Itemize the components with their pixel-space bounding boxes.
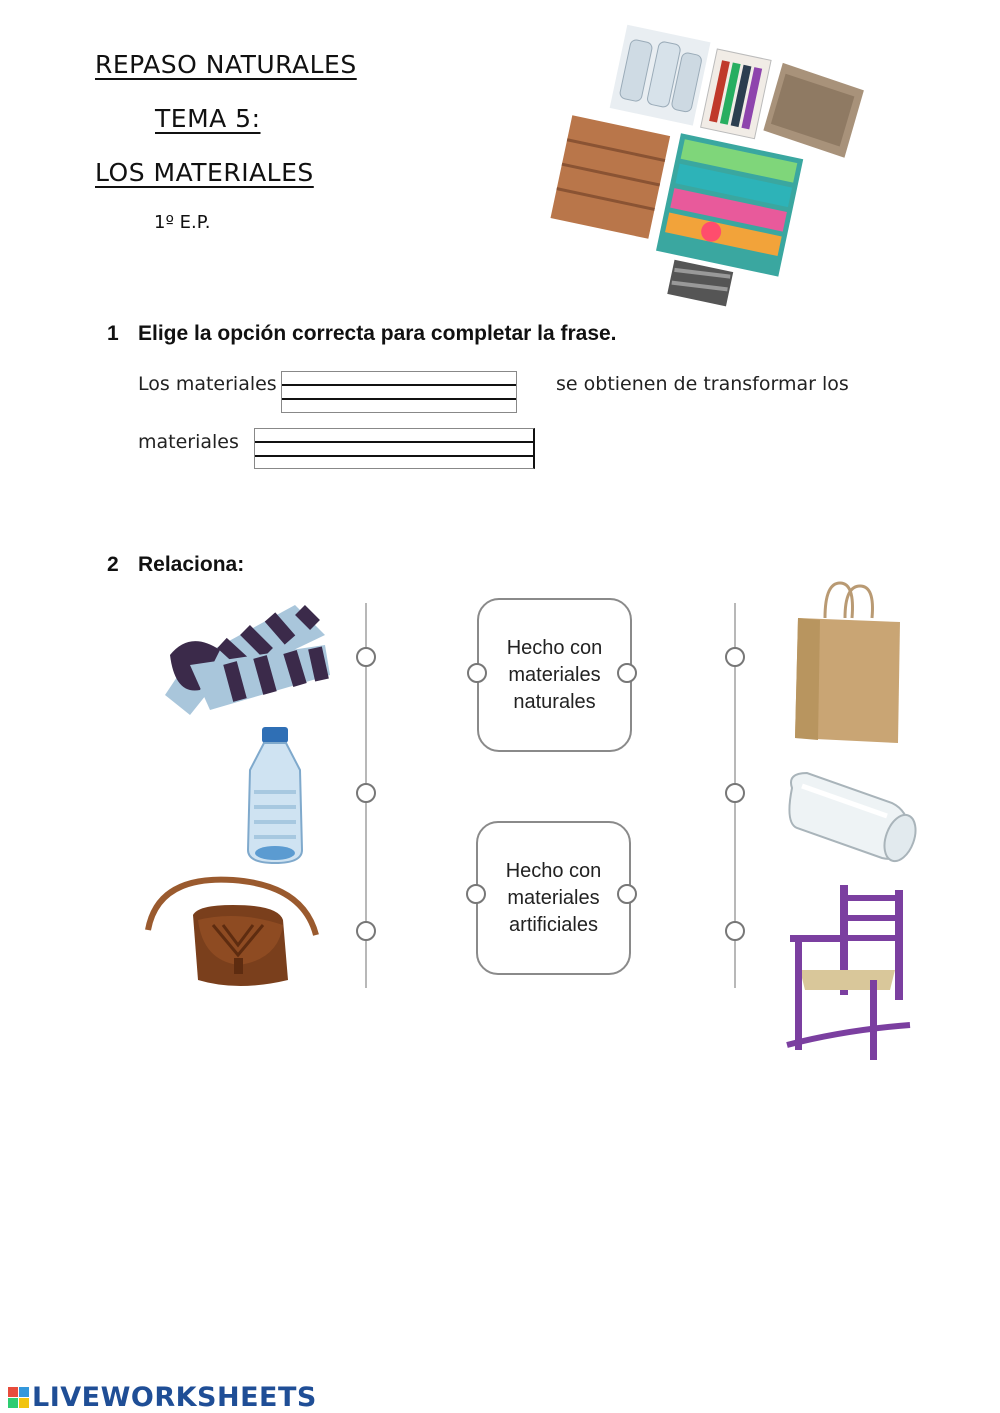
right-dot-1[interactable] — [725, 647, 745, 667]
footer-logo[interactable]: LIVEWORKSHEETS — [8, 1382, 317, 1413]
question-2-prompt: Relaciona: — [138, 553, 245, 576]
left-dot-3[interactable] — [356, 921, 376, 941]
title-line-3: LOS MATERIALES — [95, 158, 314, 187]
left-dot-1[interactable] — [356, 647, 376, 667]
card-artificial-left-dot[interactable] — [466, 884, 486, 904]
leather-bag-image — [138, 870, 323, 995]
materials-collage-image — [545, 20, 875, 310]
card-natural-right-dot[interactable] — [617, 663, 637, 683]
card-artificial-label: Hecho con materiales artificiales — [505, 859, 602, 936]
sentence-part-3: materiales — [138, 431, 239, 453]
dropdown-2-line-top — [255, 441, 533, 443]
dropdown-1-line-top — [282, 384, 516, 386]
logo-blocks-icon — [8, 1387, 29, 1408]
card-natural-left-dot[interactable] — [467, 663, 487, 683]
card-natural-label: Hecho con materiales naturales — [506, 636, 603, 713]
question-1-number: 1 — [107, 322, 119, 345]
left-dot-2[interactable] — [356, 783, 376, 803]
plastic-bottle-image — [240, 725, 310, 865]
grade-label: 1º E.P. — [154, 212, 211, 233]
dropdown-1-line-bottom — [282, 398, 516, 400]
footer-brand: LIVEWORKSHEETS — [32, 1382, 317, 1413]
paper-bag-image — [790, 578, 905, 748]
right-dot-2[interactable] — [725, 783, 745, 803]
answer-dropdown-1[interactable] — [281, 371, 517, 413]
card-artificial-right-dot[interactable] — [617, 884, 637, 904]
card-artificial-materials: Hecho con materiales artificiales — [476, 821, 631, 975]
title-line-2: TEMA 5: — [155, 104, 261, 133]
question-1-prompt: Elige la opción correcta para completar … — [138, 322, 617, 345]
right-dot-3[interactable] — [725, 921, 745, 941]
scarf-image — [150, 595, 340, 725]
sentence-part-1: Los materiales — [138, 373, 277, 395]
glass-jar-image — [782, 768, 922, 868]
card-natural-materials: Hecho con materiales naturales — [477, 598, 632, 752]
sentence-part-2: se obtienen de transformar los — [556, 373, 849, 395]
purple-chair-image — [785, 880, 915, 1065]
question-2-number: 2 — [107, 553, 119, 576]
title-line-1: REPASO NATURALES — [95, 50, 357, 79]
answer-dropdown-2[interactable] — [254, 428, 535, 469]
dropdown-2-line-bottom — [255, 455, 533, 457]
